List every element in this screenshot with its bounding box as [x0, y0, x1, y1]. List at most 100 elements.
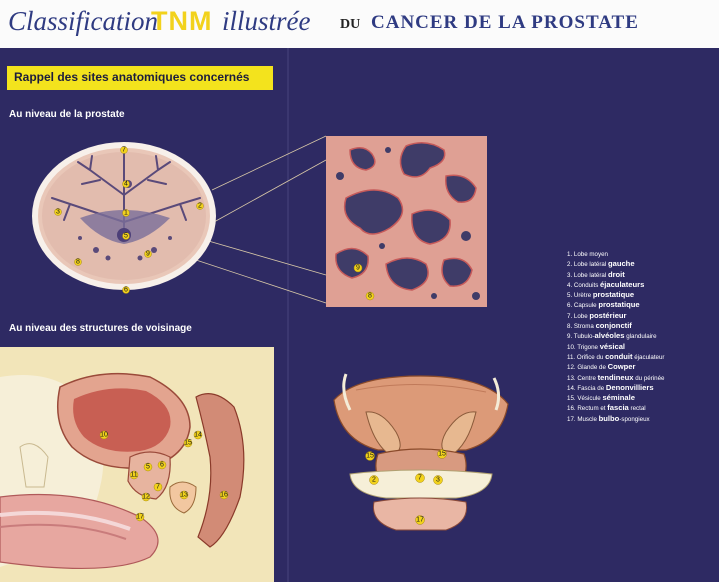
- legend-number: 6.: [567, 302, 574, 310]
- sagittal-section: 10 11 12 13 14 15 16 17 5 6 7: [0, 347, 274, 582]
- post-label-2: 2: [372, 477, 376, 484]
- post-label-15-left: 15: [366, 453, 374, 460]
- cs-label-4: 4: [124, 181, 128, 188]
- legend-number: 17.: [567, 415, 578, 423]
- legend-number: 5.: [567, 292, 574, 300]
- legend-number: 12.: [567, 364, 578, 372]
- legend-item: 14. Fascia de Denonvilliers: [567, 383, 715, 393]
- legend-text-after: -spongieux: [619, 415, 650, 423]
- legend-item: 1. Lobe moyen: [567, 249, 715, 259]
- sag-label-16: 16: [220, 492, 228, 499]
- legend-number: 10.: [567, 343, 578, 351]
- prostate-cross-section: 7 4 1 3 2 5 8 9 6: [32, 142, 216, 294]
- legend-bold: Denonvilliers: [605, 382, 654, 392]
- legend-text-after: glandulaire: [624, 333, 657, 341]
- legend-text: Muscle: [577, 415, 599, 423]
- post-label-15-right: 15: [438, 451, 446, 458]
- title-cancer: CANCER DE LA PROSTATE: [371, 12, 639, 33]
- legend-text-after: du périnée: [633, 374, 665, 382]
- legend-number: 4.: [567, 281, 574, 289]
- legend-text: Lobe latéral: [573, 261, 608, 269]
- legend-text: Lobe moyen: [573, 251, 608, 258]
- sag-label-6: 6: [160, 462, 164, 469]
- posterior-view: 15 15 2 3 7 17: [333, 373, 509, 531]
- legend-number: 3.: [567, 271, 574, 279]
- legend-bold: conjonctif: [595, 321, 632, 331]
- banner-text: Rappel des sites anatomiques concernés: [14, 70, 250, 84]
- legend-item: 2. Lobe latéral gauche: [567, 259, 715, 269]
- page-fold: [287, 48, 289, 582]
- legend-text: Tubulo-: [573, 333, 595, 341]
- legend-text: Centre: [577, 374, 598, 382]
- legend-number: 13.: [567, 374, 578, 382]
- legend-text: Orifice du: [576, 353, 606, 361]
- legend-number: 8.: [567, 323, 574, 331]
- cs-label-7: 7: [122, 147, 126, 154]
- legend-number: 2.: [567, 261, 574, 269]
- legend-bold: bulbo: [598, 413, 620, 423]
- legend-text: Fascia de: [577, 384, 606, 392]
- legend-item: 17. Muscle bulbo-spongieux: [567, 414, 715, 424]
- sag-label-15: 15: [184, 440, 192, 447]
- legend-number: 15.: [567, 395, 578, 403]
- sag-label-14: 14: [194, 432, 202, 439]
- legend-bold: tendineux: [597, 372, 634, 382]
- cs-label-9: 9: [146, 251, 150, 258]
- legend-bold: vésical: [599, 341, 626, 351]
- legend-item: 4. Conduits éjaculateurs: [567, 280, 715, 290]
- header: Classification TNM illustrée DU CANCER D…: [0, 0, 719, 48]
- sag-label-17: 17: [136, 514, 144, 521]
- legend-bold: postérieur: [589, 310, 627, 320]
- legend-item: 7. Lobe postérieur: [567, 311, 715, 321]
- legend-item: 10. Trigone vésical: [567, 342, 715, 352]
- legend-number: 1.: [567, 251, 574, 258]
- legend-item: 8. Stroma conjonctif: [567, 321, 715, 331]
- legend-text: Urètre: [573, 292, 593, 300]
- title-classification: Classification: [8, 6, 159, 36]
- legend-text-after: rectal: [628, 405, 646, 413]
- post-label-7: 7: [418, 475, 422, 482]
- sag-label-10: 10: [100, 432, 108, 439]
- legend-bold: prostatique: [592, 290, 635, 300]
- legend-item: 6. Capsule prostatique: [567, 300, 715, 310]
- section-neighbors: Au niveau des structures de voisinage: [9, 323, 192, 334]
- legend-text: Trigone: [577, 343, 600, 351]
- legend-text: Vésicule: [577, 395, 603, 403]
- legend-item: 16. Rectum et fascia rectal: [567, 403, 715, 413]
- cs-label-8: 8: [76, 259, 80, 266]
- legend-text: Lobe latéral: [573, 271, 608, 279]
- banner: Rappel des sites anatomiques concernés: [7, 66, 273, 90]
- legend-bold: droit: [607, 269, 625, 279]
- legend-bold: Cowper: [607, 362, 636, 372]
- legend-item: 3. Lobe latéral droit: [567, 270, 715, 280]
- cs-label-6: 6: [124, 287, 128, 294]
- legend-text-after: éjaculateur: [632, 353, 665, 361]
- cs-label-1: 1: [124, 210, 128, 217]
- cs-label-5: 5: [124, 233, 128, 240]
- post-label-3: 3: [436, 477, 440, 484]
- post-label-17: 17: [416, 517, 424, 524]
- legend-bold: conduit: [605, 351, 633, 361]
- legend-bold: fascia: [607, 403, 629, 413]
- legend-text: Rectum et: [577, 405, 608, 413]
- legend-item: 11. Orifice du conduit éjaculateur: [567, 352, 715, 362]
- sag-label-12: 12: [142, 494, 150, 501]
- legend-text: Glande de: [577, 364, 608, 372]
- sag-label-7: 7: [156, 484, 160, 491]
- legend-bold: prostatique: [598, 300, 640, 310]
- legend-text: Stroma: [573, 323, 596, 331]
- title-tnm: TNM: [151, 6, 213, 36]
- cs-label-2: 2: [198, 203, 202, 210]
- legend-text: Lobe: [573, 312, 590, 320]
- legend-item: 13. Centre tendineux du périnée: [567, 373, 715, 383]
- legend-number: 16.: [567, 405, 578, 413]
- legend-item: 5. Urètre prostatique: [567, 290, 715, 300]
- legend-item: 15. Vésicule séminale: [567, 393, 715, 403]
- title-illustree: illustrée: [222, 6, 311, 36]
- legend-item: 12. Glande de Cowper: [567, 362, 715, 372]
- sag-label-13: 13: [180, 492, 188, 499]
- cs-label-3: 3: [56, 209, 60, 216]
